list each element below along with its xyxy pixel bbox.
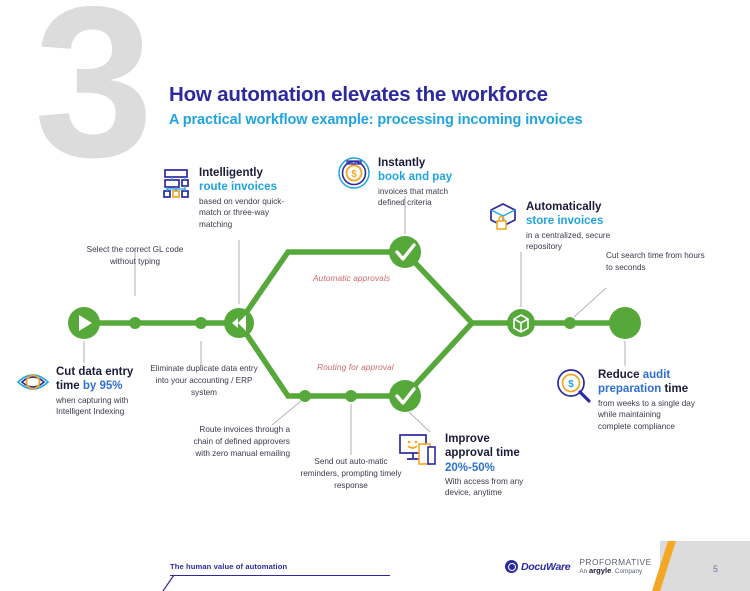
feature-reduce-audit-prep: $ Reduce audit preparation time from wee… [556,368,696,432]
footer-corner-block [660,541,750,591]
footer-rule [170,575,390,576]
feature-head-accent: 20%-50% [445,461,495,474]
footer-orange-slash [652,541,676,591]
secure-box-icon [490,203,516,230]
coin-stamp-icon: $ [338,157,370,189]
flow-dot-reminders [345,390,357,402]
docuware-mark-icon [505,560,518,574]
node-split[interactable] [224,308,254,338]
feature-store-invoices: Automatically store invoices in a centra… [487,200,622,253]
note-duplicate-entry: Eliminate duplicate data entry into your… [150,364,258,397]
org-chart-icon [163,169,189,198]
page-number: 5 [712,564,718,574]
flow-line-upper-left [236,249,405,325]
argyle-brand: argyle [588,565,612,575]
phase-label-automatic-approvals: Automatic approvals [313,273,391,283]
magnifier-coin-icon: $ [557,369,591,403]
feature-cut-data-entry: Cut data entry time by 95% when capturin… [16,365,151,418]
proformative-logo: PROFORMATIVE An argyle. Company [579,558,651,576]
feature-route-invoices: Intelligently route invoices based on ve… [160,166,290,230]
flow-dot-search-time [564,317,576,329]
eye-scan-icon [16,374,50,390]
feature-sub: With access from any device, anytime [445,476,524,498]
docuware-wordmark: DocuWare [521,560,571,573]
footer-tagline: The human value of automation [170,562,288,571]
feature-head-bold-2: time [664,383,689,396]
flow-dot-route-chain [299,390,311,402]
feature-sub: in a centralized, secure repository [526,230,611,252]
note-gl-code: Select the correct GL code without typin… [86,245,184,266]
flow-dot-duplicate [195,317,207,329]
node-routing-check[interactable] [389,380,421,412]
phase-label-routing-for-approval: Routing for approval [317,362,394,372]
feature-head-accent: store invoices [526,215,604,228]
feature-head-bold-1: Reduce [598,369,640,381]
note-reminders: Send out auto-matic reminders, prompting… [300,457,402,490]
flow-line-upper-right [402,250,475,325]
feature-improve-approval-time: Improve approval time 20%-50% With acces… [398,432,528,499]
flow-line-lower-right [402,321,475,398]
node-auto-approve-check[interactable] [389,236,421,268]
feature-head-accent: audit preparation [598,369,671,396]
feature-head-bold: Automatically [526,201,602,213]
slide-number-watermark: 3 [34,0,154,202]
feature-head-accent: by 95% [82,380,123,393]
page-title: How automation elevates the workforce [169,83,548,106]
feature-sub: from weeks to a single day while maintai… [598,398,695,431]
node-end[interactable] [609,307,641,339]
footer-slash-accent [162,574,175,591]
proformative-wordmark: PROFORMATIVE [579,557,652,567]
footer-logos: DocuWare PROFORMATIVE An argyle. Company [505,558,652,576]
feature-head-accent: book and pay [378,171,453,184]
proformative-pre: An [579,567,588,575]
node-start[interactable] [68,307,100,339]
proformative-post: . Company [611,567,643,575]
feature-head-bold: Cut data entry time [56,366,134,393]
feature-head-bold: Improve approval time [445,433,520,460]
feature-sub: when capturing with Intelligent Indexing [56,395,129,417]
svg-text:$: $ [568,379,574,390]
feature-sub: based on vendor quick-match or three-way… [199,196,285,229]
feature-head-bold: Instantly [378,157,426,169]
leader-route-chain [271,400,302,426]
note-search-time: Cut search time from hours to seconds [606,251,705,272]
leader-search-time [573,287,607,318]
leader-improve-approval [408,411,431,433]
feature-head-bold: Intelligently [199,167,263,179]
feature-book-and-pay: $ Instantly book and pay invoices that m… [337,156,457,209]
flow-dot-gl-code [129,317,141,329]
flow-line-lower-left [236,321,405,399]
page-subtitle: A practical workflow example: processing… [169,112,583,128]
feature-sub: invoices that match defined criteria [378,186,449,208]
monitor-devices-icon [399,434,436,465]
note-route-chain: Route invoices through a chain of define… [193,425,291,458]
docuware-logo: DocuWare [505,560,571,574]
node-store[interactable] [507,309,535,337]
proformative-tagline: An argyle. Company [579,565,651,576]
svg-text:$: $ [351,169,357,180]
feature-head-accent: route invoices [199,181,277,194]
